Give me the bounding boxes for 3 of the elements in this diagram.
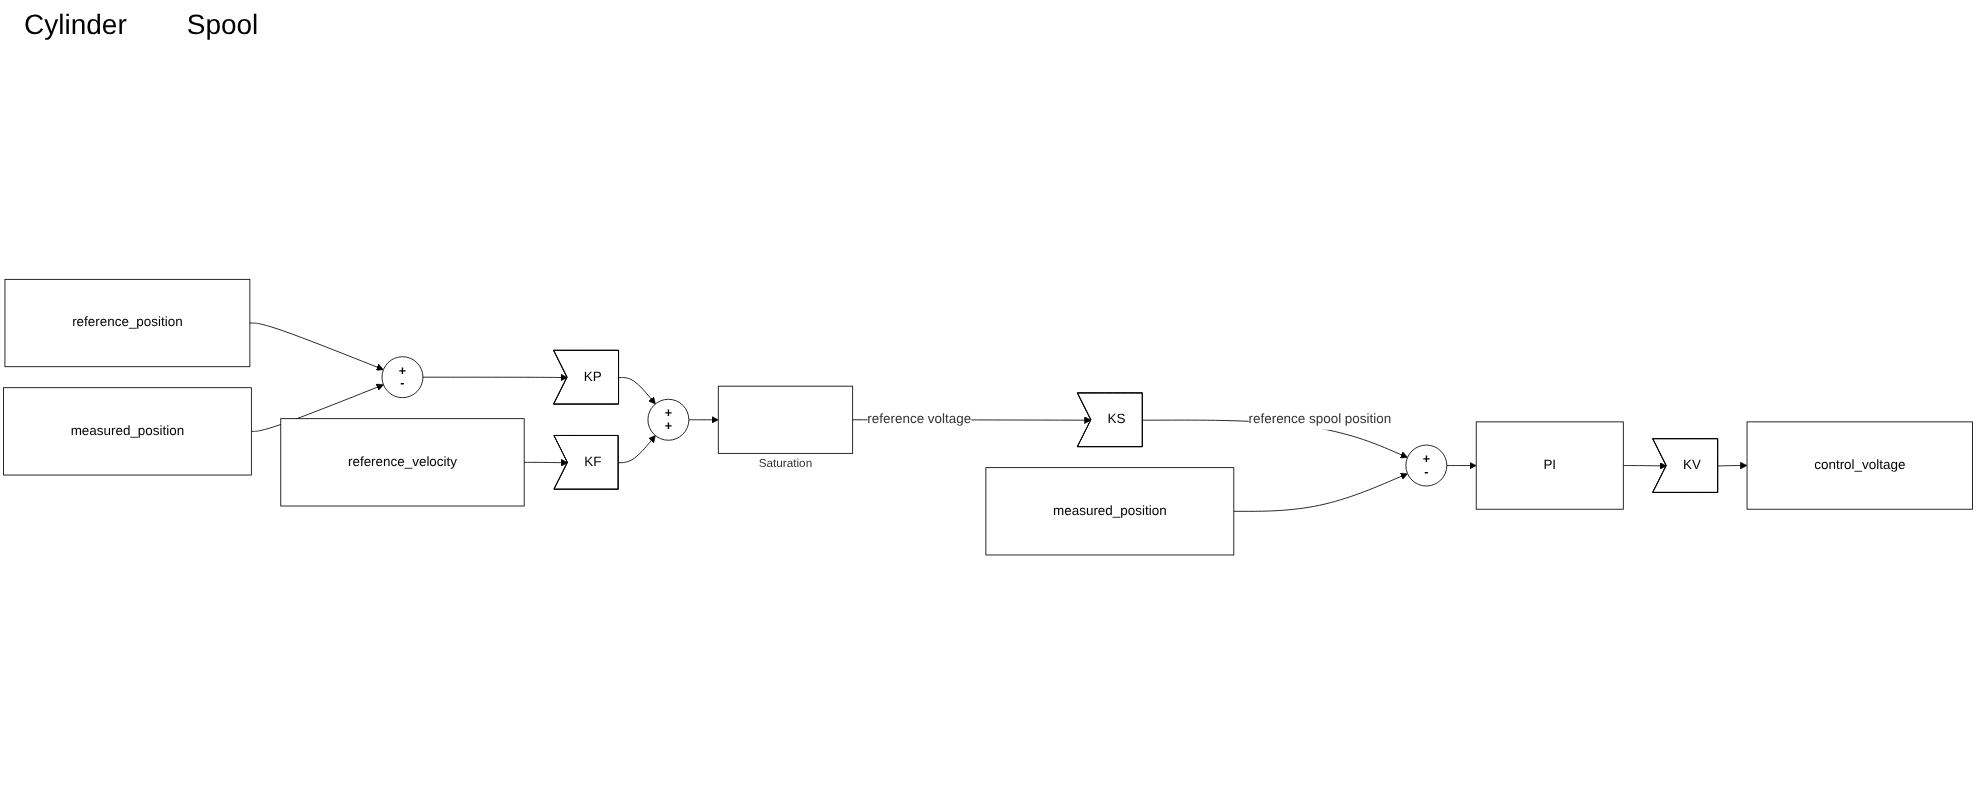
group-label: Cylinder — [24, 8, 127, 40]
group-label: Spool — [186, 8, 259, 40]
node-box — [717, 386, 854, 455]
